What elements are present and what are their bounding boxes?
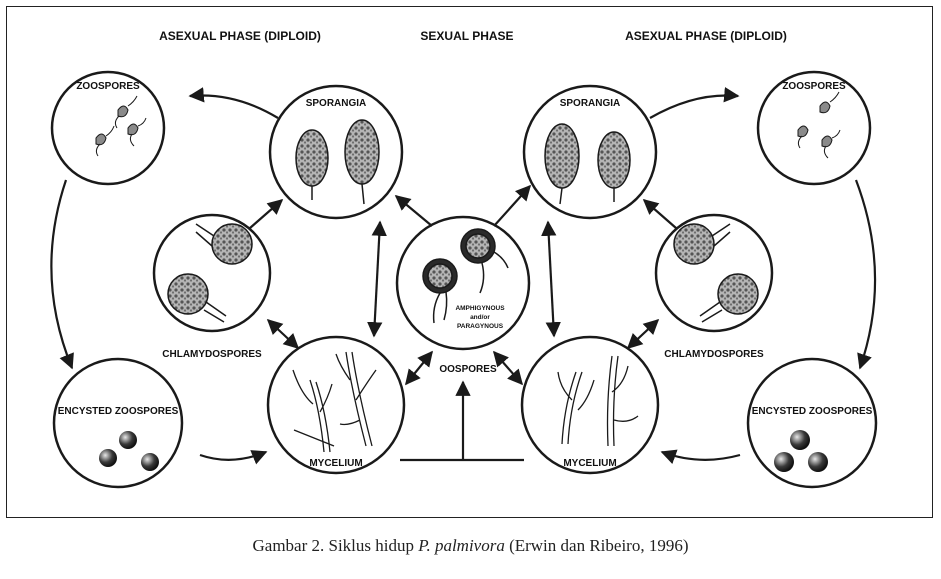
encysted-cysts-left <box>99 431 159 471</box>
label-sporangia-right: SPORANGIA <box>560 98 621 109</box>
arrow-zoospores-to-encysted-left <box>51 180 72 368</box>
chlamydospores-left-circle <box>154 215 270 331</box>
arrow-oospores-mycelium-left <box>406 352 432 384</box>
label-sporangia-left: SPORANGIA <box>306 98 367 109</box>
arrow-oospores-to-sporangia-left <box>396 196 432 226</box>
chlamydospores-right-circle <box>656 215 772 331</box>
label-chlamydospores-right: CHLAMYDOSPORES <box>664 349 764 360</box>
figure-caption: Gambar 2. Siklus hidup P. palmivora (Erw… <box>0 536 941 556</box>
caption-prefix: Gambar 2. Siklus hidup <box>253 536 419 555</box>
label-paragynous: PARAGYNOUS <box>457 323 504 330</box>
encysted-cysts-right <box>774 430 828 472</box>
arrow-zoospores-to-encysted-right <box>856 180 875 368</box>
arrow-chlamydospore-mycelium-left <box>268 320 298 348</box>
arrow-chlamydospore-to-sporangia-left <box>250 200 282 228</box>
mycelium-hyphae-right <box>558 356 638 446</box>
arrow-chlamydospore-to-sporangia-right <box>644 200 676 228</box>
label-mycelium-left: MYCELIUM <box>309 458 362 469</box>
chlamydospore-cells-left <box>168 224 252 322</box>
arrow-sporangia-to-zoospores-right <box>650 95 738 118</box>
arrow-oospores-to-sporangia-right <box>494 186 530 226</box>
phase-heading-center: SEXUAL PHASE <box>420 29 513 43</box>
label-zoospores-right: ZOOSPORES <box>782 81 846 92</box>
label-oospores: OOSPORES <box>439 364 497 375</box>
label-amphigynous: AMPHIGYNOUS <box>455 305 505 312</box>
label-encysted-right: ENCYSTED ZOOSPORES <box>752 406 873 417</box>
zoospore-cells-right <box>798 92 840 158</box>
label-zoospores-left: ZOOSPORES <box>76 81 140 92</box>
caption-suffix: (Erwin dan Ribeiro, 1996) <box>505 536 689 555</box>
phase-heading-left: ASEXUAL PHASE (DIPLOID) <box>159 29 321 43</box>
arrow-encysted-to-mycelium-left <box>200 452 266 460</box>
label-andor: and/or <box>470 314 490 321</box>
mycelium-left-circle <box>268 337 404 473</box>
label-mycelium-right: MYCELIUM <box>563 458 616 469</box>
mycelium-right-circle <box>522 337 658 473</box>
label-chlamydospores-left: CHLAMYDOSPORES <box>162 349 262 360</box>
arrow-sporangia-mycelium-left <box>374 222 380 336</box>
mycelium-hyphae-left <box>293 352 376 452</box>
arrow-sporangia-mycelium-right <box>548 222 554 336</box>
arrow-encysted-to-mycelium-right <box>662 452 740 460</box>
arrow-oospores-mycelium-right <box>494 352 522 384</box>
sporangium-cells-right <box>545 124 630 204</box>
caption-species: P. palmivora <box>418 536 505 555</box>
arrow-sporangia-to-zoospores-left <box>190 95 278 118</box>
sporangium-cells-left <box>296 120 379 204</box>
encysted-left-circle <box>54 359 182 487</box>
chlamydospore-cells-right <box>674 224 758 322</box>
zoospore-cells-left <box>96 96 146 156</box>
arrow-chlamydospore-mycelium-right <box>628 320 658 348</box>
phase-heading-right: ASEXUAL PHASE (DIPLOID) <box>625 29 787 43</box>
label-encysted-left: ENCYSTED ZOOSPORES <box>58 406 179 417</box>
